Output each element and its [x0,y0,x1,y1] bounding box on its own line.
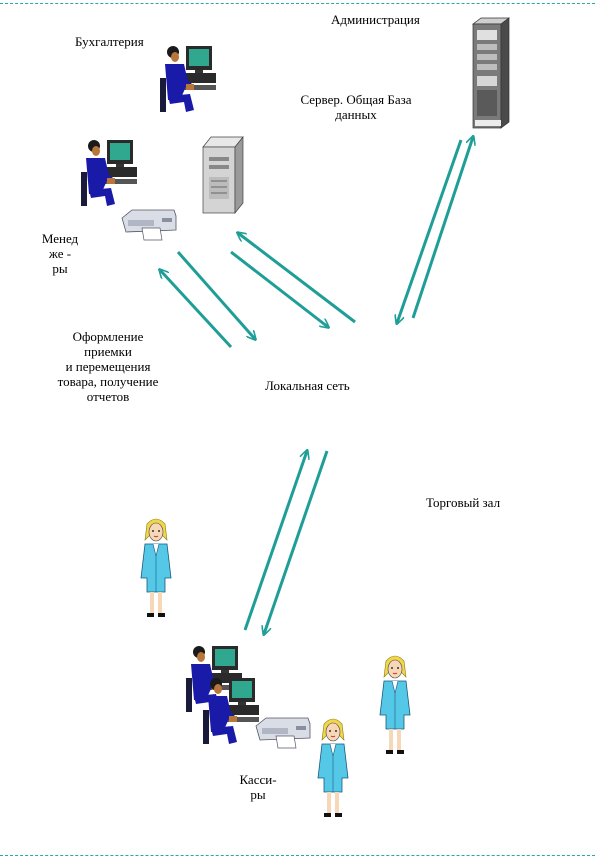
label-cashiers-line2: ры [250,787,266,802]
label-operations-line5: отчетов [86,389,130,404]
label-managers: Менед же - ры [37,231,83,276]
label-server-line2: данных [335,107,377,122]
arrow-network-to-server [411,137,473,319]
label-server-line1: Сервер. Общая База [300,92,412,107]
accounting-worker-icon [160,46,216,112]
woman-clerk-icon [140,518,172,618]
bottom-dashed-border [0,855,595,856]
woman-clerk-icon [379,655,411,755]
desktop-tower-icon [202,136,244,214]
label-managers-line2: же - [48,246,72,261]
label-operations-line4: товара, получение [57,374,159,389]
label-operations: Оформление приемки и перемещения товара,… [50,329,166,404]
connection-arrows [160,137,473,634]
woman-clerk-icon [317,718,349,818]
printer-icon [121,209,177,241]
label-administration: Администрация [331,12,420,27]
label-server: Сервер. Общая База данных [296,92,416,122]
label-local-network: Локальная сеть [265,378,350,393]
arrow-managers-to-network [176,251,255,339]
arrow-office-to-network [230,250,328,327]
arrow-network-to-cashiers [264,450,329,634]
printer-icon [255,717,311,749]
label-cashiers-line1: Касси- [239,772,277,787]
label-sales-floor: Торговый зал [426,495,501,510]
label-managers-line3: ры [52,261,68,276]
arrow-network-to-managers [160,270,233,349]
label-operations-line2: приемки [84,344,132,359]
label-managers-line1: Менед [41,231,79,246]
arrow-network-to-office [238,233,356,324]
label-cashiers: Касси- ры [230,772,286,802]
manager-worker-icon [81,140,137,206]
label-accounting: Бухгалтерия [75,34,144,49]
top-dashed-border [0,3,595,4]
arrow-server-to-network [397,139,463,323]
server-rack-icon [472,17,510,129]
arrow-cashiers-to-network [243,451,307,631]
label-operations-line3: и перемещения [65,359,151,374]
label-operations-line1: Оформление [72,329,144,344]
